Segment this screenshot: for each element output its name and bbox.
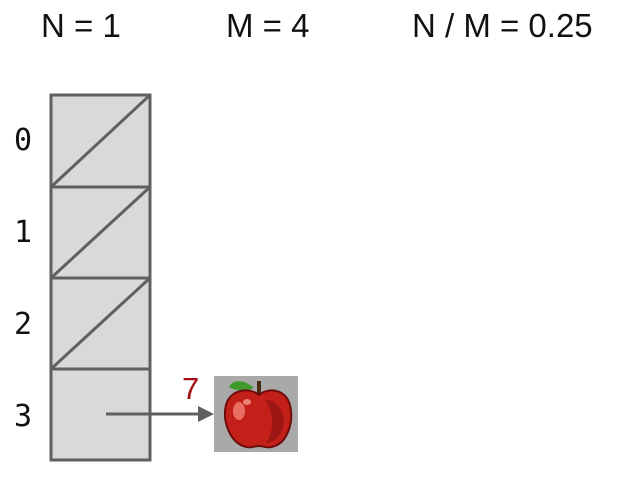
bucket-cell-3 (49, 367, 152, 462)
bucket-index-2: 2 (14, 307, 33, 342)
n-count-label: N = 1 (41, 7, 121, 44)
bucket-index-1: 1 (14, 215, 33, 250)
empty-slash-2 (49, 276, 152, 371)
load-factor-label: N / M = 0.25 (412, 7, 593, 44)
hash-table-array (49, 93, 152, 462)
empty-slash-0 (49, 93, 152, 189)
m-size-label: M = 4 (226, 7, 310, 44)
bucket-pointer-arrow (106, 406, 214, 422)
empty-slash-1 (49, 185, 152, 280)
apple-icon (214, 376, 298, 452)
bucket-index-0: 0 (14, 123, 33, 158)
bucket-index-3: 3 (14, 399, 33, 434)
entry-key-label: 7 (182, 371, 199, 406)
